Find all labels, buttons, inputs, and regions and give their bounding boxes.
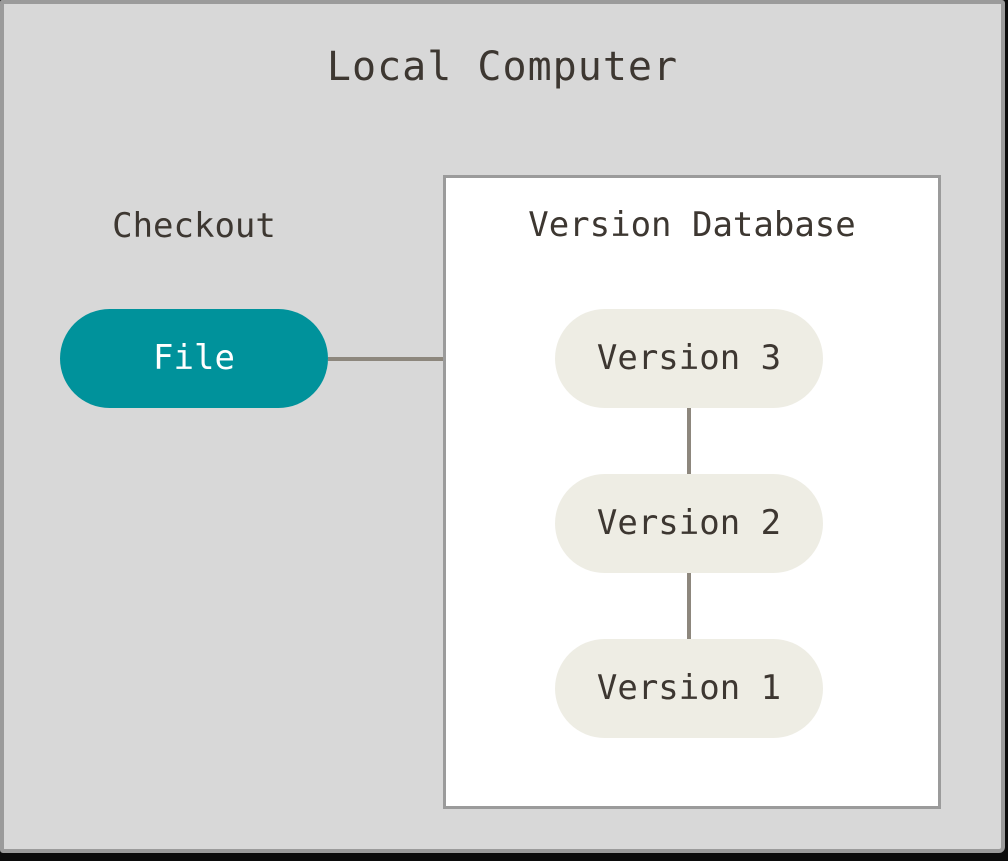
version-database-title: Version Database [528,205,856,245]
connector-version3-to-version2 [687,408,691,474]
file-node: File [60,309,328,408]
connector-version2-to-version1 [687,573,691,639]
connector-file-to-version3 [328,357,556,361]
checkout-label: Checkout [112,206,276,246]
version-1-node: Version 1 [555,639,823,738]
version-2-node: Version 2 [555,474,823,573]
diagram-title: Local Computer [326,44,679,90]
version-3-node: Version 3 [555,309,823,408]
